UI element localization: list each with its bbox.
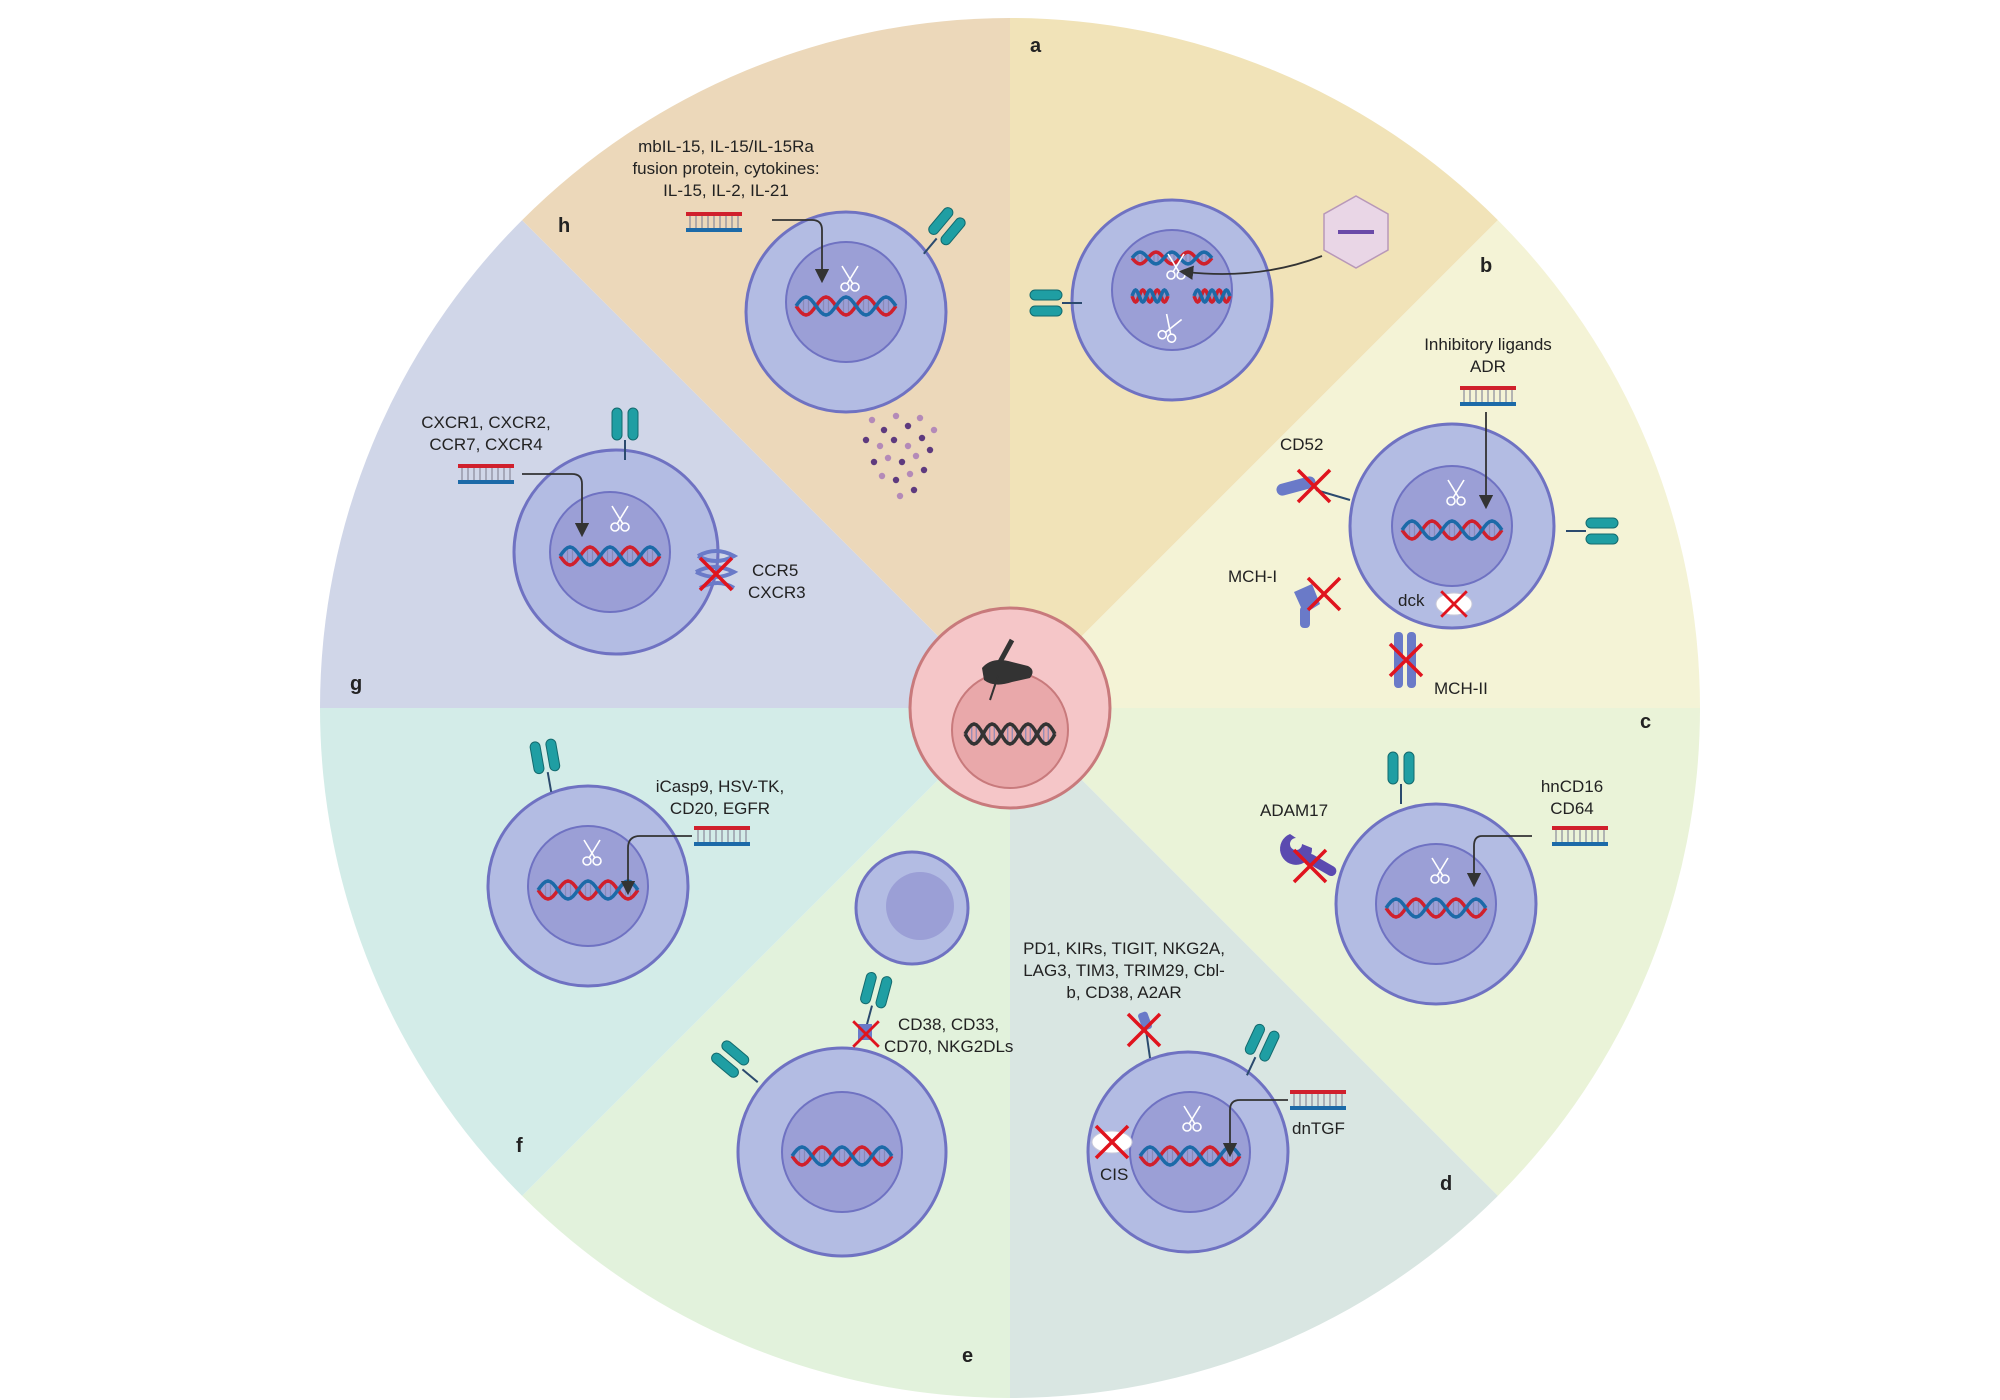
dna-helix-icon xyxy=(790,1145,894,1167)
label-cd52: CD52 xyxy=(1280,435,1323,454)
center-hub xyxy=(908,606,1112,810)
panel-h: mbIL-15, IL-15/IL-15Ra fusion protein, c… xyxy=(632,137,969,500)
nk-cell-g xyxy=(512,448,720,656)
cell-layer xyxy=(486,198,1556,1258)
label-ccr5: CCR5 xyxy=(752,561,798,580)
label-chemokine-receptors-line1: CXCR1, CXCR2, xyxy=(421,413,550,432)
target-tumor-cell xyxy=(854,850,970,966)
label-cytokines-line3: IL-15, IL-2, IL-21 xyxy=(663,181,789,200)
label-cxcr3: CXCR3 xyxy=(748,583,806,602)
label-suicide-genes-line2: CD20, EGFR xyxy=(670,799,770,818)
nk-cell-a xyxy=(1070,198,1274,402)
label-adam17: ADAM17 xyxy=(1260,801,1328,820)
sector-wheel xyxy=(320,18,1700,1398)
mhc2-icon xyxy=(1394,632,1416,688)
dna-helix-icon xyxy=(794,295,898,317)
label-suicide-genes-line1: iCasp9, HSV-TK, xyxy=(656,777,785,796)
sector-letter-h: h xyxy=(558,215,570,237)
panel-f: iCasp9, HSV-TK, CD20, EGFR xyxy=(528,737,785,896)
panel-e: CD38, CD33, CD70, NKG2DLs xyxy=(708,970,1013,1094)
adam17-icon xyxy=(1280,834,1337,876)
label-cytokines-line2: fusion protein, cytokines: xyxy=(632,159,819,178)
panel-c: ADAM17 hnCD16 CD64 xyxy=(1260,751,1609,888)
nk-cell-d xyxy=(1086,1050,1290,1254)
label-mch1: MCH-I xyxy=(1228,567,1277,586)
hand-editing-dna-icon xyxy=(982,638,1033,701)
label-checkpoints-line1: PD1, KIRs, TIGIT, NKG2A, xyxy=(1023,939,1225,958)
dna-helix-icon xyxy=(1400,519,1504,541)
label-adr: ADR xyxy=(1470,357,1506,376)
dna-helix-icon xyxy=(1130,287,1170,305)
nk-cell-h xyxy=(744,210,948,414)
panel-b: Inhibitory ligands ADR CD52 MCH-I dck MC… xyxy=(1228,335,1619,698)
label-mch2: MCH-II xyxy=(1434,679,1488,698)
label-dntgf: dnTGF xyxy=(1292,1119,1345,1138)
dna-helix-icon xyxy=(558,545,662,567)
label-checkpoints-line3: b, CD38, A2AR xyxy=(1066,983,1181,1002)
label-target-antigens-line2: CD70, NKG2DLs xyxy=(884,1037,1013,1056)
panel-d: PD1, KIRs, TIGIT, NKG2A, LAG3, TIM3, TRI… xyxy=(1023,939,1347,1184)
label-checkpoints-line2: LAG3, TIM3, TRIM29, Cbl- xyxy=(1023,961,1225,980)
secreted-cytokines-icon xyxy=(862,412,938,500)
sector-letter-c: c xyxy=(1640,711,1651,733)
sector-letter-d: d xyxy=(1440,1173,1452,1195)
aav-capsid-icon xyxy=(1323,195,1389,269)
dna-helix-icon xyxy=(963,722,1057,746)
sector-a xyxy=(1010,18,1498,708)
nk-cell-f xyxy=(486,784,690,988)
sector-letter-g: g xyxy=(350,673,362,695)
nk-cell-c xyxy=(1334,802,1538,1006)
panel-g: CXCR1, CXCR2, CCR7, CXCR4 CCR5 CXCR3 xyxy=(421,407,806,602)
label-cytokines-line1: mbIL-15, IL-15/IL-15Ra xyxy=(638,137,814,156)
nk-cell-e xyxy=(736,1046,948,1258)
label-dck: dck xyxy=(1398,591,1425,610)
label-target-antigens-line1: CD38, CD33, xyxy=(898,1015,999,1034)
panel-a xyxy=(1029,195,1389,317)
sector-letter-e: e xyxy=(962,1345,973,1367)
dna-helix-icon xyxy=(1384,897,1488,919)
label-chemokine-receptors-line2: CCR7, CXCR4 xyxy=(429,435,542,454)
sector-letter-b: b xyxy=(1480,255,1492,277)
label-hncd16: hnCD16 xyxy=(1541,777,1603,796)
label-cd64: CD64 xyxy=(1550,799,1593,818)
label-inhibitory-ligands: Inhibitory ligands xyxy=(1424,335,1552,354)
dna-helix-icon xyxy=(1130,250,1214,266)
sector-letter-a: a xyxy=(1030,35,1042,57)
dna-helix-icon xyxy=(1192,287,1232,305)
sector-letter-f: f xyxy=(516,1135,523,1157)
dna-helix-icon xyxy=(963,722,1057,746)
label-cis: CIS xyxy=(1100,1165,1128,1184)
